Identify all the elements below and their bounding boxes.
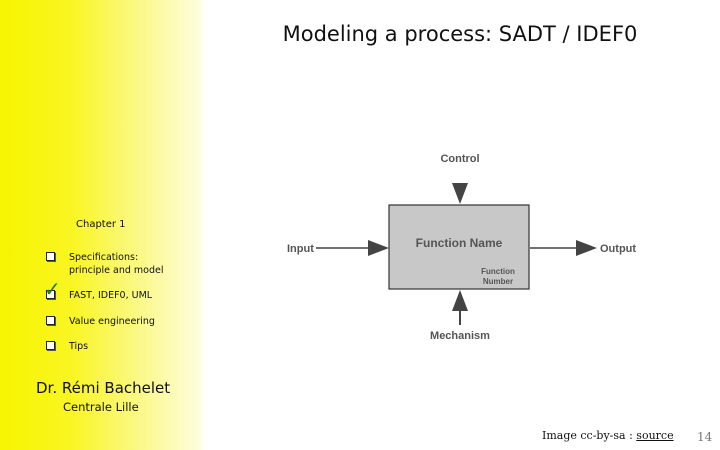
function-number-label-line2: Number — [483, 277, 513, 286]
author-name: Dr. Rémi Bachelet — [36, 379, 171, 397]
function-number-label-line1: Function — [481, 267, 515, 276]
menu-item-label: Value engineering — [69, 316, 155, 327]
mechanism-label: Mechanism — [430, 330, 490, 342]
school-name: Centrale Lille — [63, 400, 139, 414]
checkbox-icon — [46, 316, 55, 325]
menu-item-label: Specifications: principle and model — [69, 252, 164, 276]
checkbox-icon — [46, 341, 55, 350]
input-arrow-icon — [368, 240, 389, 256]
function-name-label: Function Name — [416, 236, 503, 250]
control-label: Control — [440, 153, 479, 165]
slide-title: Modeling a process: SADT / IDEF0 — [282, 22, 638, 46]
menu-item-label: FAST, IDEF0, UML — [69, 290, 153, 301]
checkbox-icon — [46, 252, 55, 261]
control-arrow-icon — [452, 183, 468, 204]
function-box — [388, 204, 530, 290]
page-number: 14 — [697, 430, 713, 444]
source-link[interactable]: source — [636, 429, 674, 442]
mechanism-arrow-icon — [452, 290, 468, 311]
output-arrow-icon — [576, 240, 597, 256]
menu-item-label: Tips — [69, 341, 89, 352]
checkmark-icon: ✓ — [44, 277, 61, 301]
output-label: Output — [600, 243, 636, 255]
input-label: Input — [287, 243, 314, 255]
sidebar-background — [0, 0, 202, 450]
chapter-label: Chapter 1 — [76, 219, 126, 230]
image-credit: Image cc-by-sa : source — [542, 429, 674, 442]
checkbox-icon — [46, 290, 55, 299]
